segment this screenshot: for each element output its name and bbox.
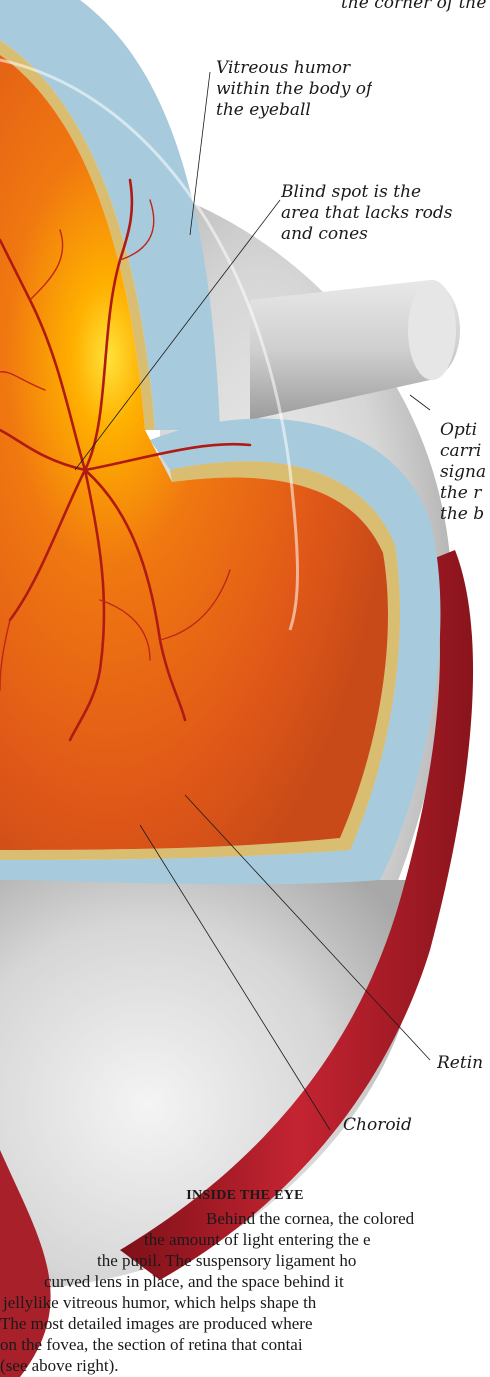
optic-nerve-end (408, 280, 456, 380)
vitreous-humor-label: Vitreous humor within the body of the ey… (216, 58, 372, 121)
optic-nerve-label: Opti carri signa the r the b (440, 420, 490, 525)
corner-label: the corner of the (341, 0, 490, 14)
blind-spot-label: Blind spot is the area that lacks rods a… (281, 182, 453, 245)
caption-block: INSIDE THE EYE Behind the cornea, the co… (0, 1185, 490, 1376)
choroid-label: Choroid (343, 1115, 412, 1136)
caption-title: INSIDE THE EYE (0, 1185, 490, 1206)
caption-line: the amount of light entering the e (0, 1229, 490, 1250)
retina-label: Retin (437, 1053, 490, 1074)
caption-line: curved lens in place, and the space behi… (0, 1271, 490, 1292)
caption-line: jellylike vitreous humor, which helps sh… (0, 1292, 490, 1313)
caption-line: the pupil. The suspensory ligament ho (0, 1250, 490, 1271)
caption-line: Behind the cornea, the colored (0, 1208, 490, 1229)
caption-line: The most detailed images are produced wh… (0, 1313, 490, 1334)
caption-line: on the fovea, the section of retina that… (0, 1334, 490, 1355)
caption-line: (see above right). (0, 1355, 490, 1376)
